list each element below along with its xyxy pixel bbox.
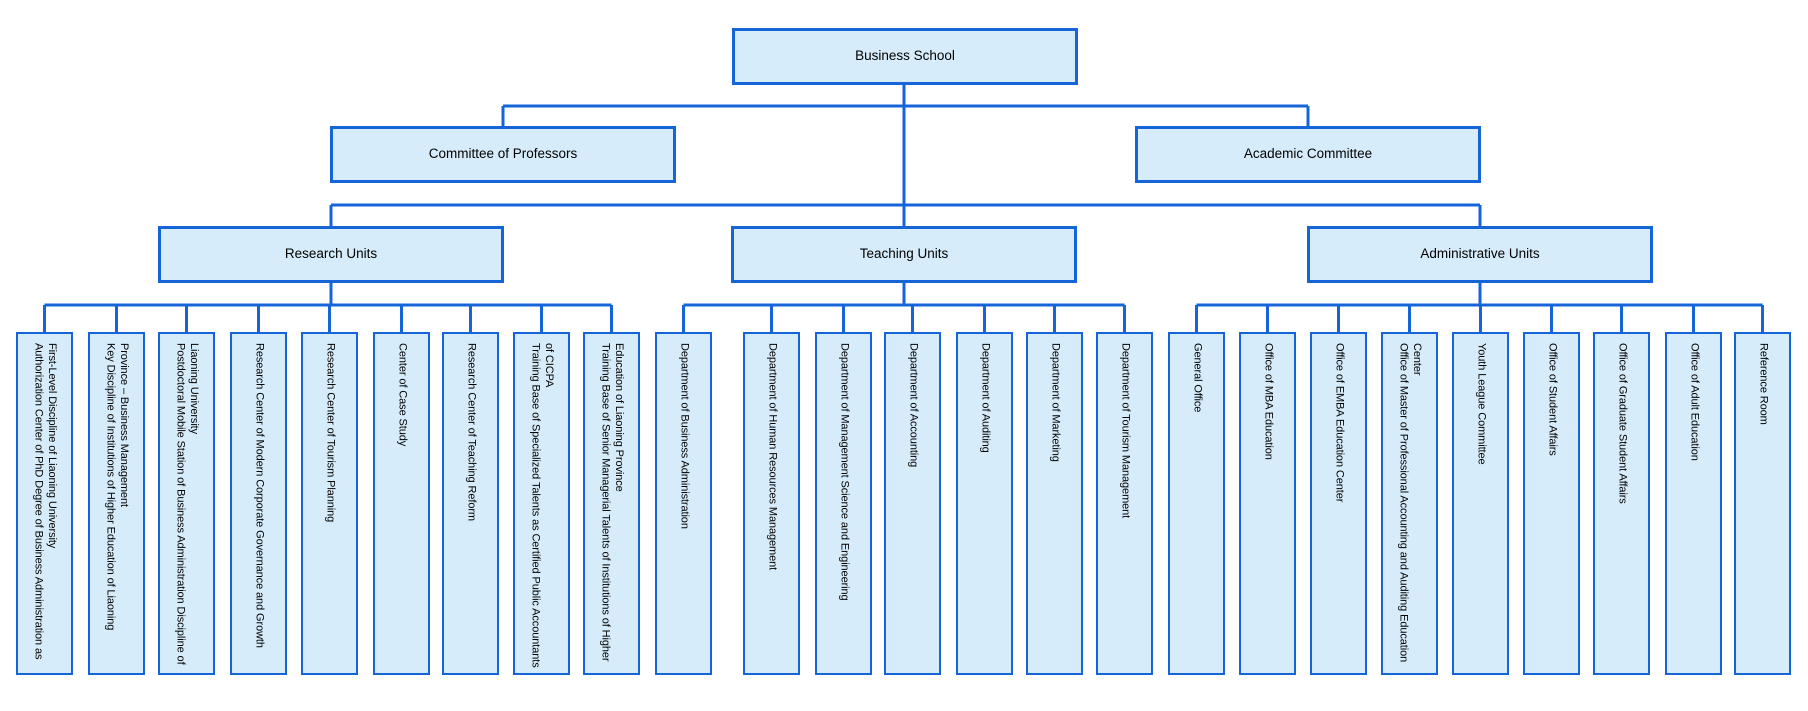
- org-leaf: Postdoctoral Mobile Station of Business …: [158, 332, 215, 675]
- org-leaf: Office of Student Affairs: [1523, 332, 1580, 675]
- org-leaf: Research Center of Teaching Reform: [442, 332, 499, 675]
- org-leaf-label: Research Center of Tourism Planning: [324, 343, 337, 523]
- org-leaf-label: Office of MBA Education: [1262, 343, 1275, 460]
- org-leaf-label: Office of Master of Professional Account…: [1397, 343, 1424, 663]
- org-leaf-label: Training Base of Senior Managerial Talen…: [599, 343, 626, 662]
- org-node-administrative-units: Administrative Units: [1307, 226, 1653, 283]
- org-leaf-label: Department of Tourism Management: [1119, 343, 1132, 519]
- org-leaf: Department of Management Science and Eng…: [815, 332, 872, 675]
- org-leaf: Training Base of Senior Managerial Talen…: [583, 332, 640, 675]
- org-leaf-label: Department of Business Administration: [678, 343, 691, 529]
- org-leaf-label: Research Center of Teaching Reform: [465, 343, 478, 521]
- org-leaf: Department of Auditing: [956, 332, 1013, 675]
- org-leaf-label: Research Center of Modern Corporate Gove…: [253, 343, 266, 648]
- org-leaf-label: Office of Graduate Student Affairs: [1616, 343, 1629, 504]
- org-leaf-label: Reference Room: [1757, 343, 1770, 425]
- org-leaf: Department of Marketing: [1026, 332, 1083, 675]
- org-leaf: Department of Tourism Management: [1096, 332, 1153, 675]
- org-leaf-label: General Office: [1191, 343, 1204, 413]
- org-leaf-label: Office of Adult Education: [1688, 343, 1701, 461]
- org-leaf-label: Department of Accounting: [907, 343, 920, 468]
- org-leaf: Key Discipline of Institutions of Higher…: [88, 332, 145, 675]
- org-leaf-label: Department of Marketing: [1049, 343, 1062, 462]
- org-node-label: Academic Committee: [1243, 146, 1373, 162]
- org-leaf: Office of Adult Education: [1665, 332, 1722, 675]
- org-leaf: Department of Business Administration: [655, 332, 712, 675]
- org-leaf-label: Center of Case Study: [396, 343, 409, 447]
- org-node-root: Business School: [732, 28, 1078, 85]
- org-leaf-label: Department of Auditing: [979, 343, 992, 453]
- org-leaf: Research Center of Modern Corporate Gove…: [230, 332, 287, 675]
- org-leaf: Office of Master of Professional Account…: [1381, 332, 1438, 675]
- org-leaf-label: Authorization Center of PhD Degree of Bu…: [32, 343, 59, 660]
- org-leaf-label: Department of Human Resources Management: [766, 343, 779, 571]
- org-node-label: Administrative Units: [1420, 246, 1540, 262]
- org-leaf-label: Office of EMBA Education Center: [1333, 343, 1346, 503]
- org-leaf-label: Youth League Committee: [1475, 343, 1488, 465]
- org-node-teaching-units: Teaching Units: [731, 226, 1077, 283]
- org-leaf: Research Center of Tourism Planning: [301, 332, 358, 675]
- org-leaf-label: Training Base of Specialized Talents as …: [529, 343, 556, 668]
- org-leaf-label: Office of Student Affairs: [1546, 343, 1559, 456]
- org-node-label: Committee of Professors: [428, 146, 578, 162]
- org-node-label: Research Units: [284, 246, 378, 262]
- org-node-academic-committee: Academic Committee: [1135, 126, 1481, 183]
- org-leaf: Office of Graduate Student Affairs: [1593, 332, 1650, 675]
- org-leaf: Youth League Committee: [1452, 332, 1509, 675]
- org-leaf: Center of Case Study: [373, 332, 430, 675]
- org-leaf-label: Postdoctoral Mobile Station of Business …: [174, 343, 201, 665]
- org-node-committee-of-professors: Committee of Professors: [330, 126, 676, 183]
- org-leaf: Training Base of Specialized Talents as …: [513, 332, 570, 675]
- org-leaf: Authorization Center of PhD Degree of Bu…: [16, 332, 73, 675]
- org-leaf-label: Key Discipline of Institutions of Higher…: [104, 343, 131, 631]
- org-leaf: General Office: [1168, 332, 1225, 675]
- org-leaf: Office of MBA Education: [1239, 332, 1296, 675]
- org-leaf: Department of Human Resources Management: [743, 332, 800, 675]
- org-node-label: Teaching Units: [859, 246, 949, 262]
- org-leaf-label: Department of Management Science and Eng…: [838, 343, 851, 601]
- org-leaf: Office of EMBA Education Center: [1310, 332, 1367, 675]
- org-leaf: Reference Room: [1734, 332, 1791, 675]
- org-leaf: Department of Accounting: [884, 332, 941, 675]
- org-node-label: Business School: [855, 48, 955, 64]
- org-node-research-units: Research Units: [158, 226, 504, 283]
